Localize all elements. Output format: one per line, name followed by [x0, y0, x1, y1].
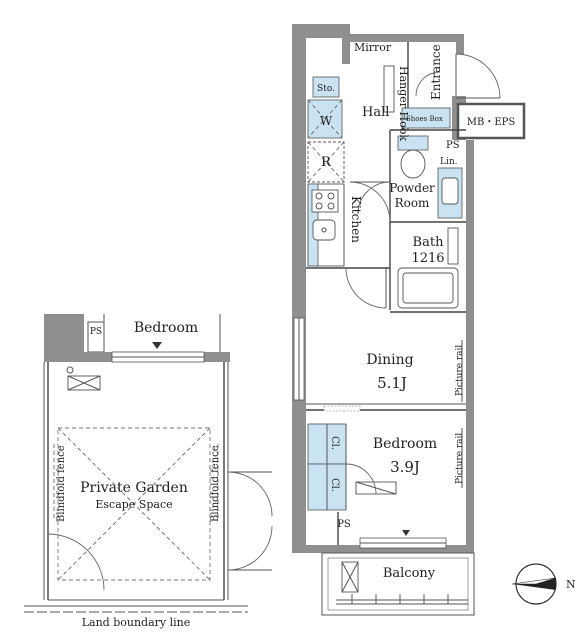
- label-hanger-hook: Hanger Hook: [397, 66, 410, 141]
- toilet-icon: [400, 149, 426, 179]
- compass-label: N: [566, 578, 576, 591]
- west-wall: [292, 24, 306, 552]
- label-bath: Bath: [413, 235, 445, 250]
- label-bath-size: 1216: [411, 251, 444, 266]
- label-bedroom-size: 3.9J: [390, 458, 420, 476]
- compass: N: [511, 563, 576, 605]
- label-mb-eps: MB・EPS: [467, 117, 516, 128]
- east-wall: [466, 140, 474, 552]
- label-picture-rail-2: Picture rail: [455, 433, 465, 484]
- gate-swing-2: [227, 525, 273, 571]
- faucet-icon: [66, 366, 74, 374]
- dining-door-swing: [345, 267, 387, 309]
- inset-label-ps: PS: [90, 327, 102, 337]
- north-wall-notch: [342, 24, 350, 64]
- inset-label-garden-title: Private Garden: [80, 480, 188, 496]
- north-wall-left: [292, 24, 342, 38]
- label-powder-room-1: Powder: [389, 181, 435, 195]
- label-sto: Sto.: [317, 84, 335, 94]
- escape-space: [57, 427, 211, 581]
- north-east-post: [456, 34, 464, 54]
- label-lin: Lin.: [440, 157, 458, 167]
- sliding-door-marker: [323, 405, 361, 412]
- sink-icon: [312, 219, 336, 241]
- label-entrance: Entrance: [429, 44, 443, 100]
- inset-door-swing: [47, 533, 105, 591]
- label-cl-2: Cl.: [329, 478, 340, 492]
- inset-label-blindfold-left: Blindfold fence: [56, 445, 67, 522]
- bath-shelf: [447, 227, 459, 265]
- label-ps-top: PS: [446, 140, 460, 151]
- label-dining-size: 5.1J: [377, 374, 407, 392]
- label-dining: Dining: [366, 352, 413, 368]
- hanger-hook-rail: [383, 65, 395, 113]
- stove-icon: [311, 189, 339, 213]
- label-picture-rail-1: Picture rail: [455, 345, 465, 396]
- label-ps-bottom: PS: [337, 519, 351, 530]
- storage-cabinet: [312, 76, 340, 98]
- label-mirror: Mirror: [354, 41, 392, 54]
- entrance-door-swing: [455, 53, 501, 99]
- inset-label-bedroom: Bedroom: [134, 320, 198, 336]
- label-hall: Hall: [362, 105, 389, 120]
- inset-arrow-icon: [152, 342, 162, 349]
- inset-label-land-boundary: Land boundary line: [82, 616, 191, 629]
- label-kitchen: Kitchen: [349, 196, 363, 243]
- label-shoes-box: Shoes Box: [406, 115, 443, 123]
- label-bedroom: Bedroom: [373, 436, 437, 452]
- mb-eps-box: [456, 102, 526, 140]
- inset-label-blindfold-right: Blindfold fence: [210, 445, 221, 522]
- garden-inset: PS Bedroom Private Garden Escape Space B…: [24, 314, 273, 629]
- label-powder-room-2: Room: [395, 196, 430, 210]
- kitchen-door-swing: [349, 181, 391, 223]
- hall-door-swing: [415, 71, 441, 97]
- north-wall: [350, 34, 456, 42]
- main-plan: Mirror Sto. W Hall Hanger Hook Entrance …: [292, 24, 526, 616]
- entry-arrow-icon: [402, 530, 410, 536]
- gate-swing-1: [227, 471, 273, 517]
- inset-label-garden-sub: Escape Space: [95, 498, 172, 511]
- shoes-box: [401, 107, 451, 129]
- powder-door-swing: [357, 181, 391, 215]
- label-cl-1: Cl.: [329, 436, 340, 450]
- label-balcony: Balcony: [383, 566, 436, 581]
- label-r: R: [321, 155, 332, 170]
- south-wall: [292, 545, 474, 553]
- label-w: W: [320, 114, 333, 128]
